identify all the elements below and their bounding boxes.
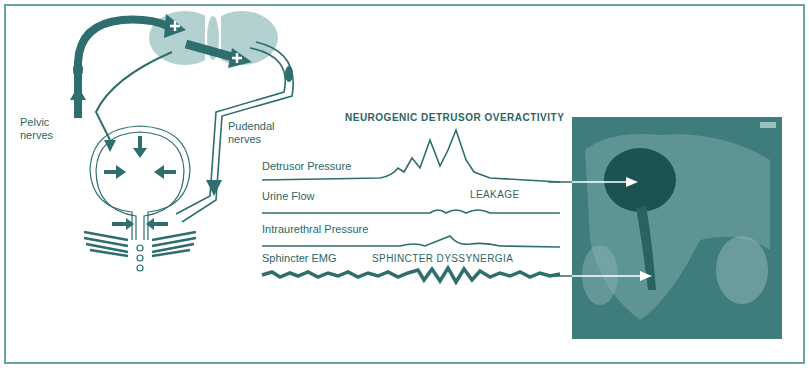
nerve-label: Pudendal nerves	[228, 120, 286, 145]
pelvic-reflex-arrows	[70, 14, 252, 152]
nerve-label: Pelvic nerves	[20, 116, 68, 141]
bladder-drawing	[90, 126, 190, 271]
pointer-arrows	[548, 177, 652, 281]
trace-label: Sphincter EMG	[262, 252, 337, 265]
event-label: LEAKAGE	[470, 189, 520, 201]
diagram-title: NEUROGENIC DETRUSOR OVERACTIVITY	[345, 112, 564, 124]
event-label: SPHINCTER DYSSYNERGIA	[372, 253, 513, 265]
frame	[5, 5, 804, 363]
spinal-cord	[149, 11, 278, 65]
trace-label: Urine Flow	[262, 190, 315, 203]
trace-label: Detrusor Pressure	[262, 160, 351, 173]
sphincter-muscle	[84, 232, 196, 256]
cystogram-xray	[572, 117, 782, 339]
trace-label: Intraurethral Pressure	[262, 223, 368, 236]
urodynamic-traces	[262, 130, 560, 282]
